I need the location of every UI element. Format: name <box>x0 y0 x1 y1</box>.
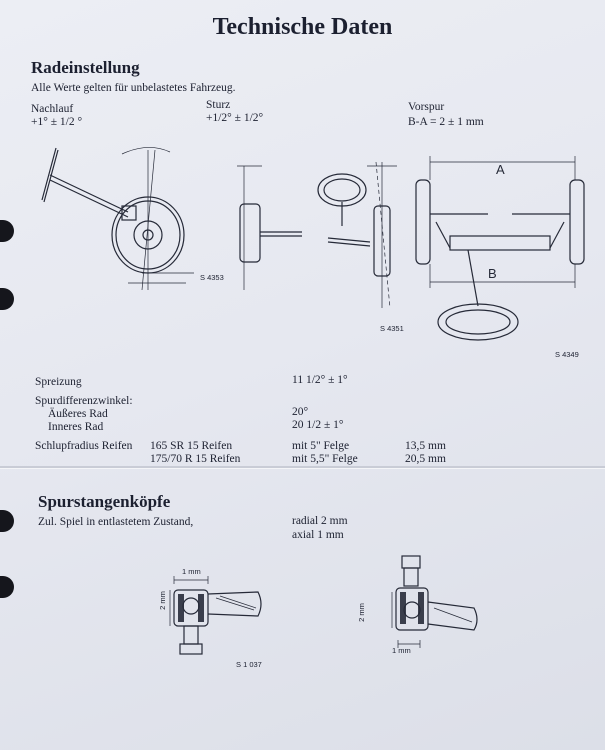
tire-175-label: 175/70 R 15 Reifen <box>150 453 241 465</box>
rim-55-label: mit 5,5" Felge <box>292 453 358 465</box>
tie-rod-end-left-diagram <box>169 576 262 655</box>
figure-code-s4353: S 4353 <box>200 273 224 282</box>
note-text: Alle Werte gelten für unbelastetes Fahrz… <box>31 82 236 94</box>
tire-165-label: 165 SR 15 Reifen <box>150 440 233 452</box>
axial-play-value: axial 1 mm <box>292 529 344 541</box>
toe-diagram: A B <box>415 156 585 341</box>
inneres-rad-label: Inneres Rad <box>48 421 104 433</box>
radial-play-value: radial 2 mm <box>292 515 348 527</box>
punch-hole <box>0 510 14 532</box>
section-heading-radeinstellung: Radeinstellung <box>31 58 140 77</box>
dim-a-label: A <box>496 162 505 177</box>
schlupfradius-value-2: 20,5 mm <box>405 453 446 465</box>
page-fold <box>0 466 605 468</box>
section-heading-spurstangen: Spurstangenköpfe <box>38 492 171 511</box>
spreizung-value: 11 1/2° ± 1° <box>292 374 348 386</box>
caster-diagram <box>41 147 194 291</box>
dim-2mm-side-right: 2 mm <box>356 603 366 622</box>
tie-rod-end-right-diagram <box>391 555 478 648</box>
nachlauf-label: Nachlauf <box>31 103 74 115</box>
nachlauf-value: +1° ± 1/2 ° <box>31 116 83 128</box>
dim-1mm-bottom: 1 mm <box>392 646 411 655</box>
punch-hole <box>0 220 14 242</box>
figure-code-s1037: S 1 037 <box>236 660 262 669</box>
page-title: Technische Daten <box>212 14 393 40</box>
page-fold-highlight <box>0 468 605 469</box>
schlupfradius-label: Schlupfradius Reifen <box>35 440 133 452</box>
camber-diagram <box>237 161 397 309</box>
spreizung-label: Spreizung <box>35 376 82 388</box>
spurdifferenz-label: Spurdifferenzwinkel: <box>35 395 133 407</box>
aeusseres-rad-value: 20° <box>292 406 309 418</box>
inneres-rad-value: 20 1/2 ± 1° <box>292 419 344 431</box>
figure-code-s4351: S 4351 <box>380 324 404 333</box>
aeusseres-rad-label: Äußeres Rad <box>48 408 108 420</box>
dim-2mm-side: 2 mm <box>157 591 167 610</box>
sturz-value: +1/2° ± 1/2° <box>206 112 264 124</box>
punch-hole <box>0 576 14 598</box>
figure-code-s4349: S 4349 <box>555 350 579 359</box>
schlupfradius-value-1: 13,5 mm <box>405 440 446 452</box>
punch-hole <box>0 288 14 310</box>
vorspur-value: B-A = 2 ± 1 mm <box>408 116 484 128</box>
dim-1mm-top: 1 mm <box>182 567 201 576</box>
play-label: Zul. Spiel in entlastetem Zustand, <box>38 516 194 528</box>
vorspur-label: Vorspur <box>408 101 445 113</box>
dim-b-label: B <box>488 266 497 281</box>
rim-5-label: mit 5" Felge <box>292 440 350 452</box>
sturz-label: Sturz <box>206 99 231 111</box>
